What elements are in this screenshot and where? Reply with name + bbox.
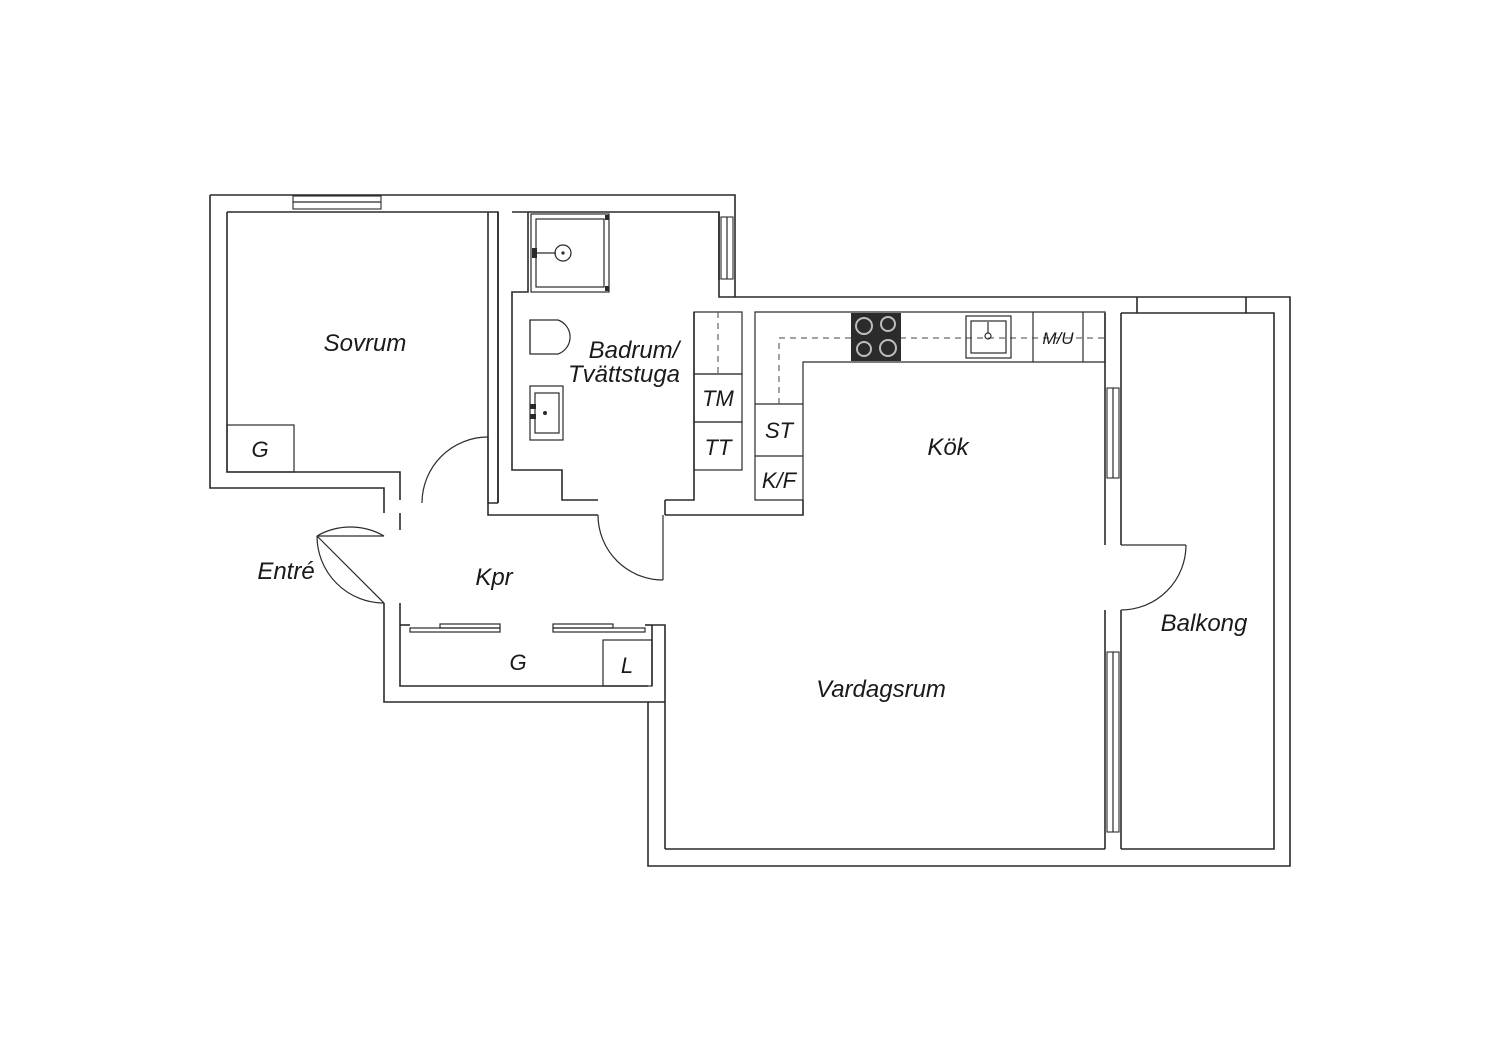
toilet-icon [529,319,571,355]
room-label-entre: Entré [257,558,314,585]
room-label-kok: Kök [927,434,970,461]
kitchen-sink-icon [965,315,1012,359]
washbasin-icon [529,385,564,441]
laundry-units [693,311,743,471]
interior-walls [400,211,1275,850]
appliance-label-kf: K/F [762,468,798,493]
room-label-vardagsrum: Vardagsrum [816,676,946,703]
appliance-label-tm: TM [702,386,734,411]
appliance-label-garderob-hall: G [509,650,526,675]
windows [292,195,1120,833]
appliance-label-tt: TT [705,435,733,460]
appliance-label-st: ST [765,418,795,443]
stove-icon [851,313,901,361]
shower-icon [530,213,610,293]
doors [316,436,1187,633]
room-label-kpr: Kpr [475,564,513,591]
room-label-balkong: Balkong [1161,610,1248,637]
appliance-label-mu: M/U [1042,329,1074,348]
storage [226,424,653,687]
room-label-badrum-line2: Tvättstuga [568,361,680,388]
room-label-badrum-line1: Badrum/ [589,337,682,364]
appliance-label-linne: L [621,653,633,678]
appliance-label-garderob-sovrum: G [251,437,268,462]
room-label-sovrum: Sovrum [324,330,407,357]
kitchen-counter [754,311,1106,501]
